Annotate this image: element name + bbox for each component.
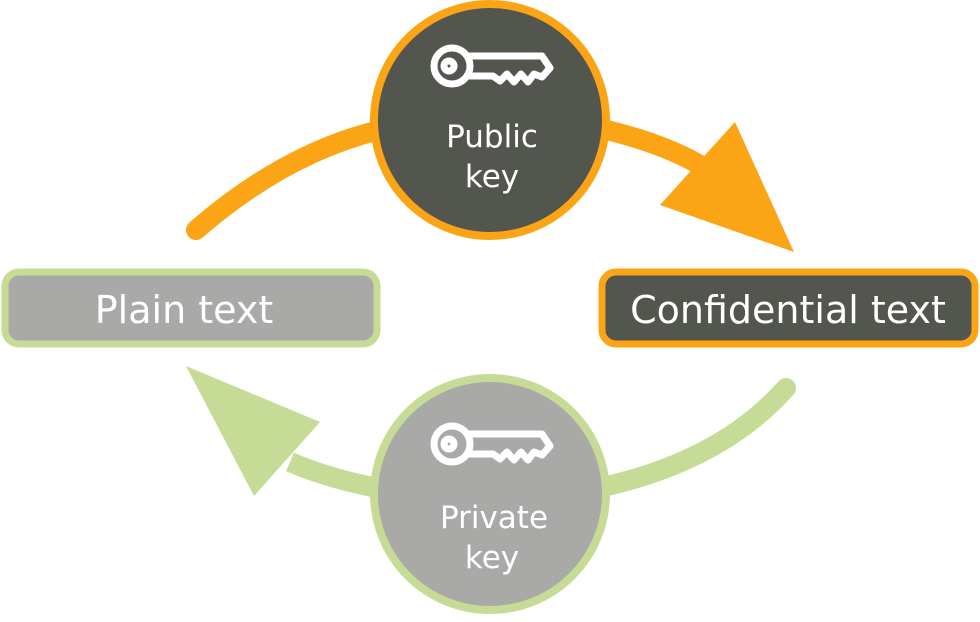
confidential-text-box: Confidential text	[598, 268, 979, 348]
key-icon	[430, 422, 554, 466]
private-key-node: Private key	[370, 374, 610, 614]
key-icon	[430, 44, 554, 88]
public-key-node: Public key	[370, 0, 610, 240]
private-key-line-1: Private	[440, 500, 548, 536]
plain-text-box: Plain text	[1, 268, 381, 348]
plain-text-label: Plain text	[95, 288, 273, 332]
encryption-arrow	[186, 118, 794, 252]
confidential-text-label: Confidential text	[630, 288, 946, 332]
public-key-line-2: key	[465, 159, 519, 195]
public-key-line-1: Public	[446, 119, 538, 155]
private-key-line-2: key	[465, 540, 519, 576]
